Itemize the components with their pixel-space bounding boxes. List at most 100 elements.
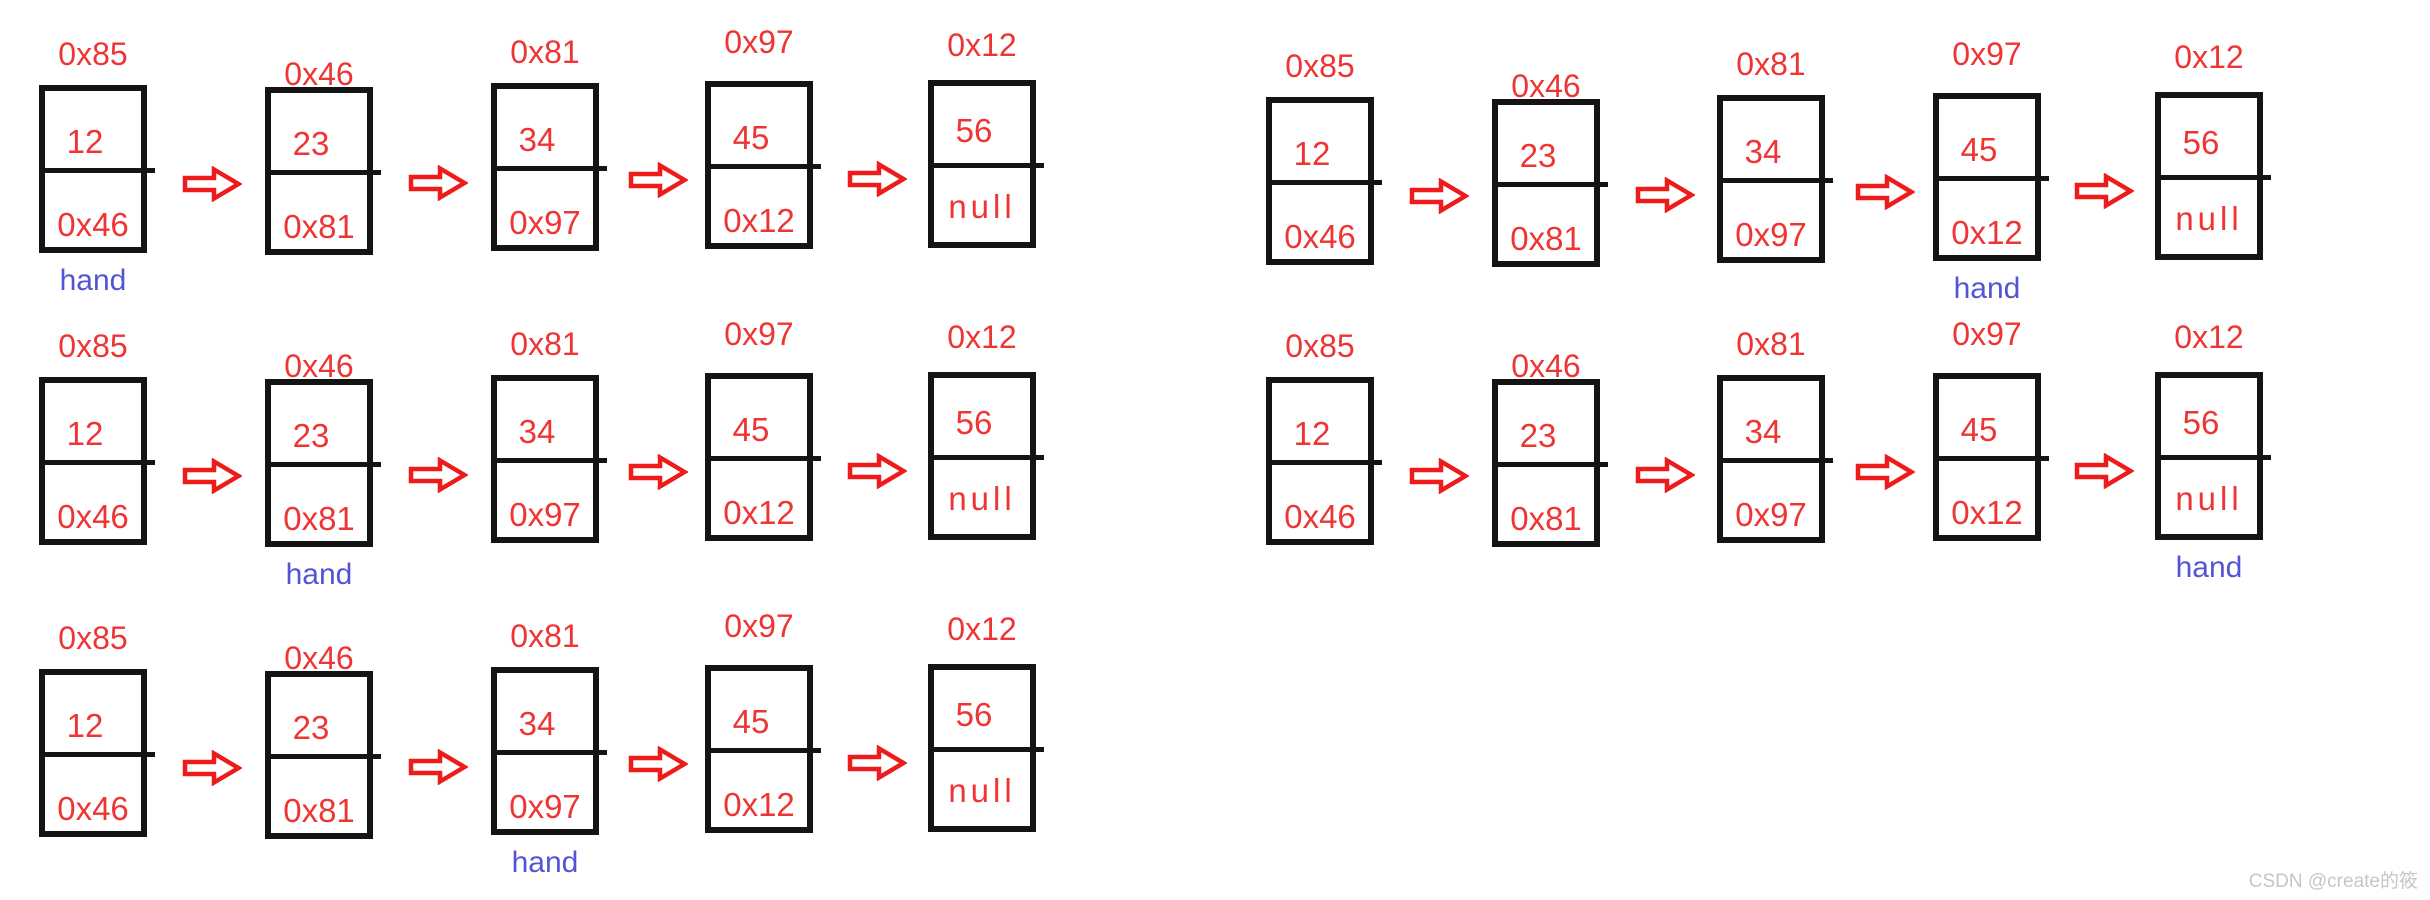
node-value: 45 <box>732 119 770 156</box>
node-address-label: 0x81 <box>510 326 580 362</box>
node-next-pointer: 0x97 <box>1735 216 1807 253</box>
node-value: 45 <box>732 703 770 740</box>
node-value: 45 <box>1960 411 1998 448</box>
cell-divider <box>265 462 381 467</box>
next-arrow-icon <box>1635 456 1696 494</box>
node-next-pointer: null <box>948 480 1016 517</box>
cell-divider <box>491 166 607 171</box>
next-arrow-icon <box>182 749 243 787</box>
node-address-label: 0x12 <box>2174 39 2244 75</box>
node-value: 34 <box>1744 133 1782 170</box>
node-address-label: 0x81 <box>1736 46 1806 82</box>
next-arrow-icon <box>847 160 908 198</box>
node-address-label: 0x46 <box>1511 68 1581 104</box>
cell-divider <box>928 747 1044 752</box>
node-next-pointer: 0x81 <box>1510 500 1582 537</box>
node-next-pointer: null <box>2175 200 2243 237</box>
cell-divider <box>1717 458 1833 463</box>
cell-divider <box>39 460 155 465</box>
node-address-label: 0x97 <box>724 316 794 352</box>
next-arrow-icon <box>1409 177 1470 215</box>
next-arrow-icon <box>2074 452 2135 490</box>
node-value: 23 <box>292 417 330 454</box>
next-arrow-icon <box>628 161 689 199</box>
node-address-label: 0x85 <box>1285 48 1355 84</box>
watermark: CSDN @create的筱 <box>2248 871 2418 892</box>
next-arrow-icon <box>847 744 908 782</box>
cell-divider <box>1933 176 2049 181</box>
next-arrow-icon <box>1855 173 1916 211</box>
next-arrow-icon <box>182 165 243 203</box>
cell-divider <box>39 168 155 173</box>
node-value: 23 <box>1519 417 1557 454</box>
cell-divider <box>1717 178 1833 183</box>
node-next-pointer: 0x12 <box>723 202 795 239</box>
node-next-pointer: 0x97 <box>509 788 581 825</box>
node-value: 56 <box>955 404 993 441</box>
node-next-pointer: null <box>2175 480 2243 517</box>
cell-divider <box>491 458 607 463</box>
node-address-label: 0x81 <box>1736 326 1806 362</box>
node-next-pointer: 0x81 <box>283 208 355 245</box>
node-value: 34 <box>518 413 556 450</box>
cell-divider <box>2155 175 2271 180</box>
next-arrow-icon <box>408 748 469 786</box>
node-address-label: 0x46 <box>284 640 354 676</box>
hand-pointer-label: hand <box>285 558 353 591</box>
cell-divider <box>39 752 155 757</box>
node-address-label: 0x81 <box>510 34 580 70</box>
node-value: 56 <box>955 112 993 149</box>
node-value: 12 <box>66 123 104 160</box>
cell-divider <box>928 455 1044 460</box>
cell-divider <box>1933 456 2049 461</box>
node-next-pointer: 0x81 <box>283 792 355 829</box>
node-address-label: 0x46 <box>1511 348 1581 384</box>
cell-divider <box>491 750 607 755</box>
node-value: 12 <box>66 707 104 744</box>
node-address-label: 0x46 <box>284 56 354 92</box>
node-value: 56 <box>955 696 993 733</box>
node-value: 34 <box>1744 413 1782 450</box>
node-next-pointer: 0x81 <box>283 500 355 537</box>
node-next-pointer: 0x46 <box>57 498 129 535</box>
node-address-label: 0x97 <box>1952 36 2022 72</box>
node-next-pointer: 0x46 <box>57 790 129 827</box>
node-address-label: 0x46 <box>284 348 354 384</box>
next-arrow-icon <box>628 453 689 491</box>
list-node-0x46: 0x46 23 0x81 <box>1492 349 1608 547</box>
node-address-label: 0x12 <box>947 611 1017 647</box>
node-address-label: 0x12 <box>2174 319 2244 355</box>
node-next-pointer: null <box>948 188 1016 225</box>
node-address-label: 0x85 <box>58 36 128 72</box>
next-arrow-icon <box>628 745 689 783</box>
next-arrow-icon <box>1409 457 1470 495</box>
node-next-pointer: 0x12 <box>1951 214 2023 251</box>
list-node-0x81: 0x81 34 0x97 <box>1717 47 1833 263</box>
cell-divider <box>2155 455 2271 460</box>
node-value: 12 <box>66 415 104 452</box>
node-value: 34 <box>518 121 556 158</box>
cell-divider <box>265 170 381 175</box>
node-value: 23 <box>1519 137 1557 174</box>
node-address-label: 0x97 <box>724 608 794 644</box>
cell-divider <box>1266 180 1382 185</box>
node-next-pointer: 0x46 <box>57 206 129 243</box>
next-arrow-icon <box>182 457 243 495</box>
cell-divider <box>1266 460 1382 465</box>
cell-divider <box>1492 462 1608 467</box>
